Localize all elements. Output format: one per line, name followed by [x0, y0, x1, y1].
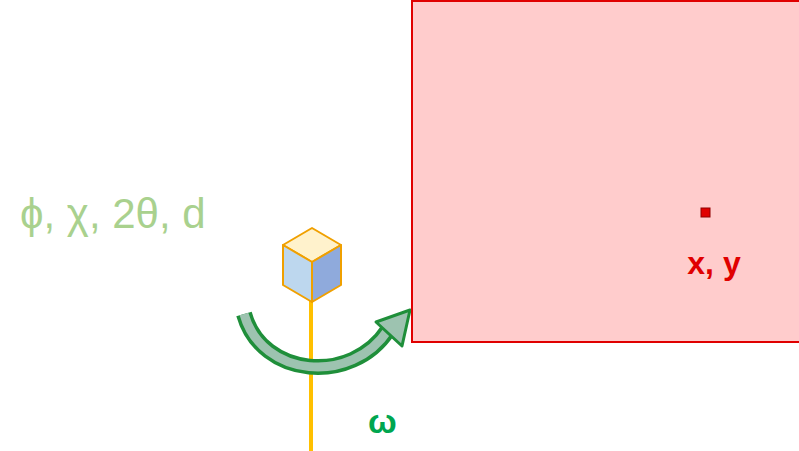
angle-parameters: ϕ, χ, 2θ, d [20, 191, 206, 237]
rotation-arrow [244, 310, 410, 367]
pixel-coordinate-label: x, y [687, 246, 740, 281]
rotation-label: ω [368, 403, 397, 440]
crystal-cube [283, 228, 341, 302]
detector-panel: x, y [411, 0, 799, 343]
